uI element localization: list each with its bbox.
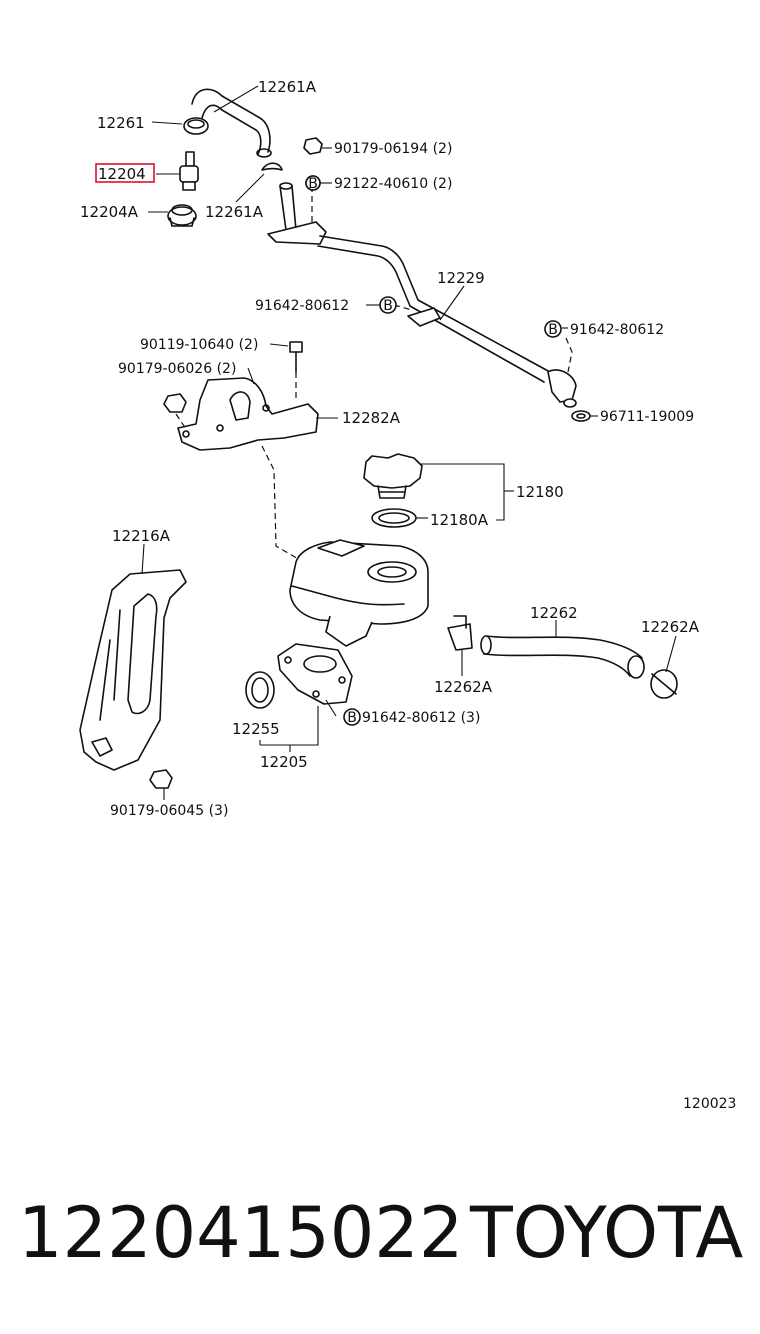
pcv-valve-12204: [179, 151, 199, 191]
gasket-12255: [245, 671, 275, 709]
oil-filler-12205: [277, 539, 429, 705]
label-90179-06194: 90179-06194 (2): [334, 141, 452, 157]
label-91642-80612-3: 91642-80612 (3): [362, 710, 480, 726]
label-91642-80612-left: 91642-80612: [255, 298, 349, 314]
hose-clip-12261A: [261, 162, 283, 171]
svg-text:B: B: [548, 322, 558, 338]
svg-text:B: B: [308, 176, 318, 192]
label-12229: 12229: [437, 269, 485, 287]
bolt-marker-91642-left: B: [379, 296, 397, 314]
label-12261: 12261: [97, 114, 145, 132]
label-90119-10640: 90119-10640 (2): [140, 337, 258, 353]
label-12262: 12262: [530, 604, 578, 622]
label-92122-40610: 92122-40610 (2): [334, 176, 452, 192]
label-12262A-right: 12262A: [641, 618, 700, 636]
washer-96711-19009: [571, 410, 591, 422]
bolt-marker-92122: B: [305, 175, 321, 192]
bolt-marker-91642-right: B: [544, 320, 562, 338]
brand-heading: TOYOTA: [470, 1192, 744, 1274]
label-12216A: 12216A: [112, 527, 171, 545]
bolt-marker-91642-filler: B: [343, 708, 361, 726]
label-12261A-top: 12261A: [258, 78, 317, 96]
label-90179-06026: 90179-06026 (2): [118, 361, 236, 377]
nut-90179-06045: [149, 769, 173, 789]
pcv-hose-12261: [183, 88, 272, 158]
clip-12262A-left: [447, 615, 473, 651]
label-12180A: 12180A: [430, 511, 489, 529]
label-12205: 12205: [260, 753, 308, 771]
pipe-12229: [267, 182, 577, 408]
gasket-12180A: [371, 508, 417, 528]
label-12262A-left: 12262A: [434, 678, 493, 696]
svg-text:B: B: [383, 298, 393, 314]
svg-text:B: B: [347, 710, 357, 726]
insulator-12216A: [79, 569, 187, 771]
label-91642-80612-right: 91642-80612: [570, 322, 664, 338]
label-12204[interactable]: 12204: [98, 165, 146, 183]
oil-cap-12180: [363, 453, 423, 499]
part-number-heading: 1220415022: [18, 1192, 464, 1274]
figure-code: 120023: [683, 1096, 736, 1112]
label-96711-19009: 96711-19009: [600, 409, 694, 425]
hose-12262: [480, 635, 645, 679]
label-12204A: 12204A: [80, 203, 139, 221]
bracket-12282A: [177, 377, 319, 451]
highlight-box-12204: [95, 163, 155, 183]
bolt-90179-06194: [303, 137, 323, 155]
label-12180: 12180: [516, 483, 564, 501]
label-12282A: 12282A: [342, 409, 401, 427]
clip-12262A-right: [650, 669, 678, 699]
label-12255: 12255: [232, 720, 280, 738]
label-12261A-mid: 12261A: [205, 203, 264, 221]
grommet-12204A: [167, 204, 197, 227]
label-90179-06045: 90179-06045 (3): [110, 803, 228, 819]
nut-90179-06026: [163, 393, 187, 413]
bolt-90119-10640: [289, 341, 303, 373]
